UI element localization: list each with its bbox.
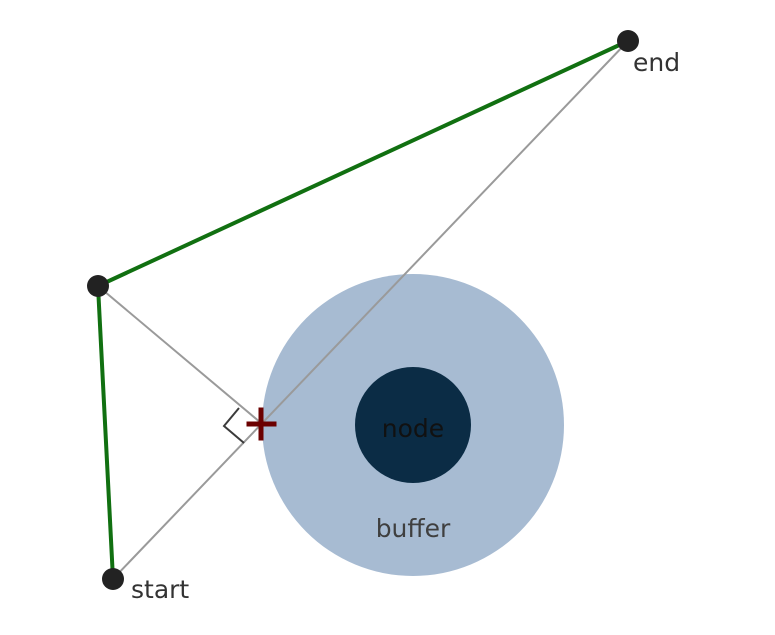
end-label: end xyxy=(633,48,680,77)
perpendicular-guide-line xyxy=(97,285,262,424)
right-angle-icon xyxy=(222,407,245,444)
buffer-label: buffer xyxy=(376,514,451,543)
waypoint xyxy=(87,275,109,297)
node-circle xyxy=(355,367,471,483)
direct-guide-line xyxy=(112,40,629,580)
cross-marker-icon xyxy=(246,407,277,441)
node-label: node xyxy=(382,414,444,443)
start-point xyxy=(102,568,124,590)
start-label: start xyxy=(131,575,189,604)
end-point xyxy=(617,30,639,52)
